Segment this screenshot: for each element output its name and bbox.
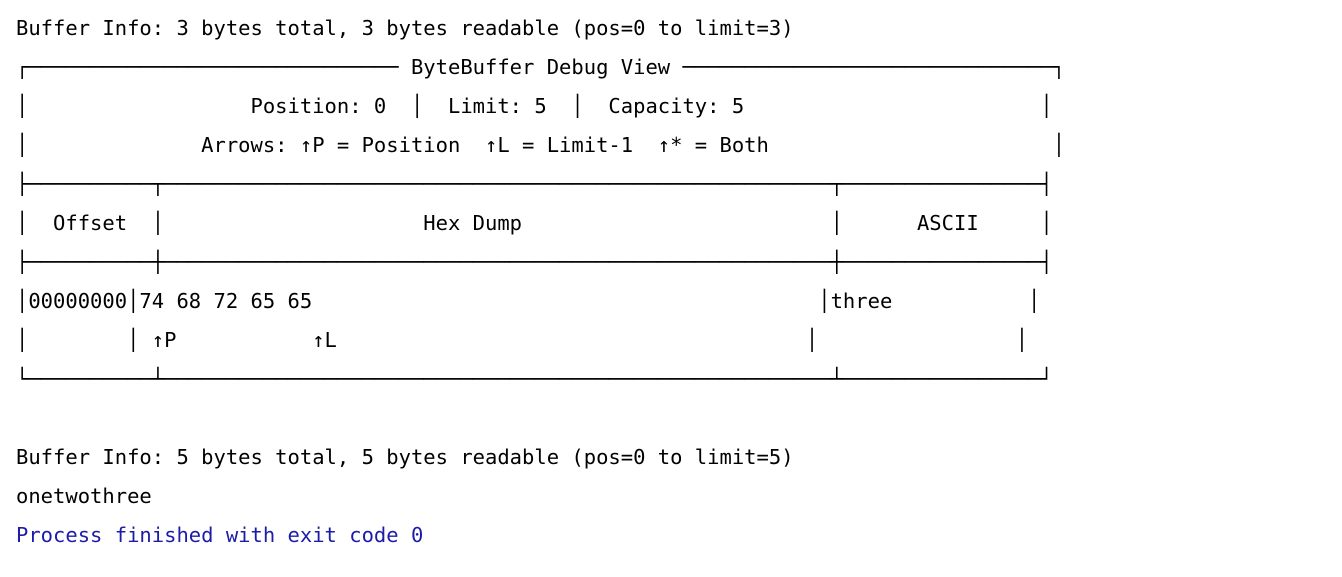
- console-line-table-row-data: │00000000│74 68 72 65 65 │three │: [16, 289, 1041, 313]
- console-line-decoded-string: onetwothree: [16, 484, 152, 508]
- console-line-box-top-title: ┌────────────────────────────── ByteBuff…: [16, 55, 1066, 79]
- console-output-pane[interactable]: Buffer Info: 3 bytes total, 3 bytes read…: [16, 9, 1065, 555]
- console-line-table-sep-bottom: └──────────┴────────────────────────────…: [16, 367, 1053, 391]
- console-line-buffer-info-second: Buffer Info: 5 bytes total, 5 bytes read…: [16, 445, 794, 469]
- console-line-blank-1: [16, 399, 1065, 438]
- console-line-buffer-info-first: Buffer Info: 3 bytes total, 3 bytes read…: [16, 16, 794, 40]
- console-line-table-row-markers: │ │ ↑P ↑L │ │: [16, 328, 1029, 352]
- console-line-table-sep-top: ├──────────┬────────────────────────────…: [16, 172, 1053, 196]
- console-line-box-row-arrows-legend: │ Arrows: ↑P = Position ↑L = Limit-1 ↑* …: [16, 133, 1066, 157]
- console-line-table-header: │ Offset │ Hex Dump │ ASCII │: [16, 211, 1053, 235]
- console-line-table-sep-mid: ├──────────┼────────────────────────────…: [16, 250, 1053, 274]
- console-line-process-exit: Process finished with exit code 0: [16, 523, 424, 547]
- console-line-box-row-stats: │ Position: 0 │ Limit: 5 │ Capacity: 5 │: [16, 94, 1053, 118]
